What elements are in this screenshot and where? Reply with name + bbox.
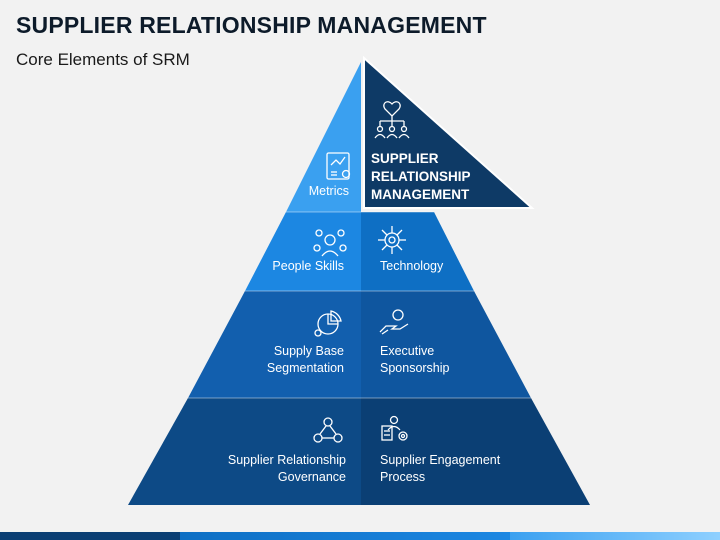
label-supplier-relationship-governance: Supplier Relationship Governance (227, 453, 346, 484)
report-chart-icon (326, 152, 351, 180)
footer-seg-mid (180, 532, 510, 540)
hand-coin-icon (379, 309, 409, 335)
label-supply-base-segmentation: Supply Base Segmentation (266, 344, 344, 375)
label-executive-sponsorship: Executive Sponsorship (380, 344, 450, 375)
tier-supplier-engagement-process (361, 398, 590, 505)
apex-srm-triangle (363, 55, 535, 209)
tier-executive-sponsorship (361, 291, 531, 398)
footer-seg-light (510, 532, 720, 540)
apex-label: SUPPLIER RELATIONSHIP MANAGEMENT (371, 151, 471, 202)
label-people-skills: People Skills (272, 259, 344, 273)
page-subtitle: Core Elements of SRM (16, 50, 190, 69)
label-supplier-engagement-process: Supplier Engagement Process (380, 453, 501, 484)
tier-people-skills (245, 212, 361, 291)
label-technology: Technology (380, 259, 444, 273)
people-skills-icon (313, 229, 347, 257)
pie-chart-gear-icon (314, 310, 342, 337)
tier-technology (361, 212, 474, 291)
footer-strip (0, 532, 720, 540)
page-title: SUPPLIER RELATIONSHIP MANAGEMENT (16, 12, 487, 38)
label-metrics: Metrics (308, 184, 349, 198)
circuit-chip-icon (378, 226, 406, 254)
network-people-icon (313, 417, 343, 443)
tier-supplier-relationship-governance (128, 398, 361, 505)
footer-seg-dark (0, 532, 180, 540)
people-network-heart-icon (374, 101, 410, 139)
person-report-gear-icon (381, 415, 408, 441)
tier-supply-base-segmentation (188, 291, 361, 398)
